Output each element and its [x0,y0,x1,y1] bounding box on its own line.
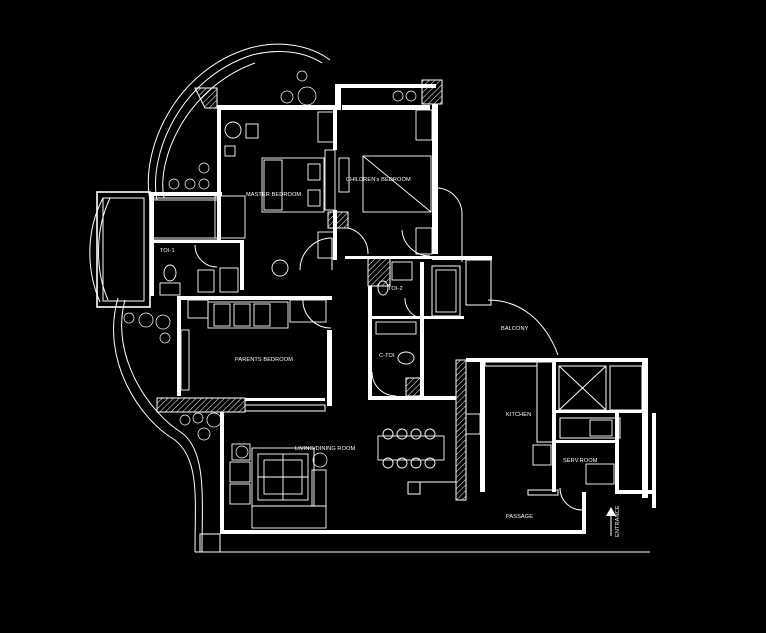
label-toi-1: TOI-1 [160,248,175,254]
door-swings [194,187,583,511]
curved-balcony-outline [89,43,331,553]
label-passage: PASSAGE [506,514,533,520]
label-parents-bedroom: PARENTS BEDROOM [235,357,293,363]
label-entrance: ENTRANCE [615,505,621,537]
furniture [151,109,615,529]
walls [96,79,656,553]
label-childrens-bedroom: CHILDREN's BEDROOM [346,177,411,183]
label-master-bedroom: MASTER BEDROOM [246,192,301,198]
label-c-toi: C-TOI [379,353,395,359]
label-balcony: BALCONY [501,326,529,332]
plants [123,70,417,468]
label-serv-room: SERV.ROOM [563,458,598,464]
label-toi-2: TOI-2 [388,286,403,292]
label-living-dining-room: LIVING/DINING ROOM [295,446,355,452]
label-kitchen: KITCHEN [506,412,531,418]
entrance-arrow-icon [606,507,616,536]
